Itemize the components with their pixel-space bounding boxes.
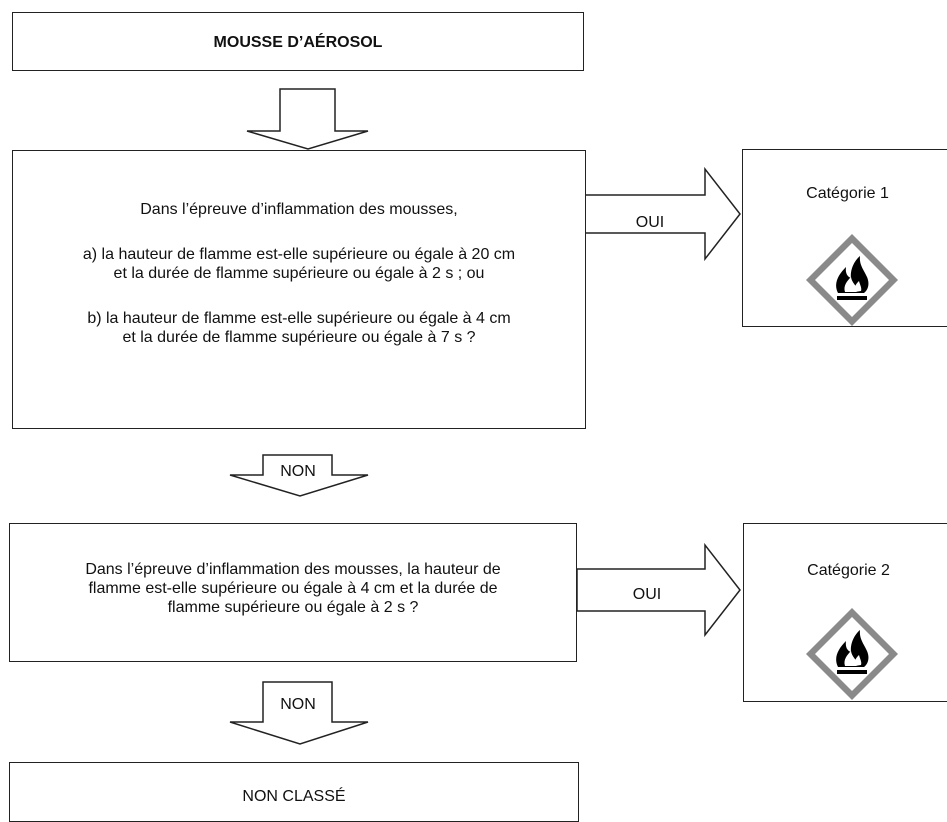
question-1-b-line1: b) la hauteur de flamme est-elle supérie… — [87, 310, 511, 327]
category-2-box: Catégorie 2 — [743, 523, 947, 702]
no-label-2: NON — [280, 696, 316, 713]
yes-label-2: OUI — [632, 586, 662, 603]
right-arrow-oui-2 — [576, 542, 741, 638]
question-2-line1: Dans l’épreuve d’inflammation des mousse… — [85, 561, 501, 578]
question-1-b-line2: et la durée de flamme supérieure ou égal… — [122, 329, 476, 346]
question-1-intro: Dans l’épreuve d’inflammation des mousse… — [140, 201, 458, 218]
category-1-label: Catégorie 1 — [806, 185, 889, 202]
category-2-label: Catégorie 2 — [807, 562, 890, 579]
question-2-line2: flamme est-elle supérieure ou égale à 4 … — [88, 580, 498, 597]
yes-label-1: OUI — [635, 214, 665, 231]
question-2-box: Dans l’épreuve d’inflammation des mousse… — [9, 523, 577, 662]
question-1-a-line2: et la durée de flamme supérieure ou égal… — [113, 265, 485, 282]
down-arrow-1 — [246, 88, 369, 150]
question-1-a-line1: a) la hauteur de flamme est-elle supérie… — [82, 246, 516, 263]
title-box: MOUSSE D’AÉROSOL — [12, 12, 584, 71]
category-1-box: Catégorie 1 — [742, 149, 947, 327]
final-label: NON CLASSÉ — [242, 788, 346, 805]
right-arrow-oui-1 — [584, 166, 741, 262]
question-2-line3: flamme supérieure ou égale à 2 s ? — [167, 599, 419, 616]
final-box: NON CLASSÉ — [9, 762, 579, 822]
down-arrow-non-2 — [229, 681, 369, 745]
down-arrow-non-1 — [229, 454, 369, 497]
page-title: MOUSSE D’AÉROSOL — [213, 34, 383, 51]
no-label-1: NON — [280, 463, 316, 480]
question-1-box: Dans l’épreuve d’inflammation des mousse… — [12, 150, 586, 429]
